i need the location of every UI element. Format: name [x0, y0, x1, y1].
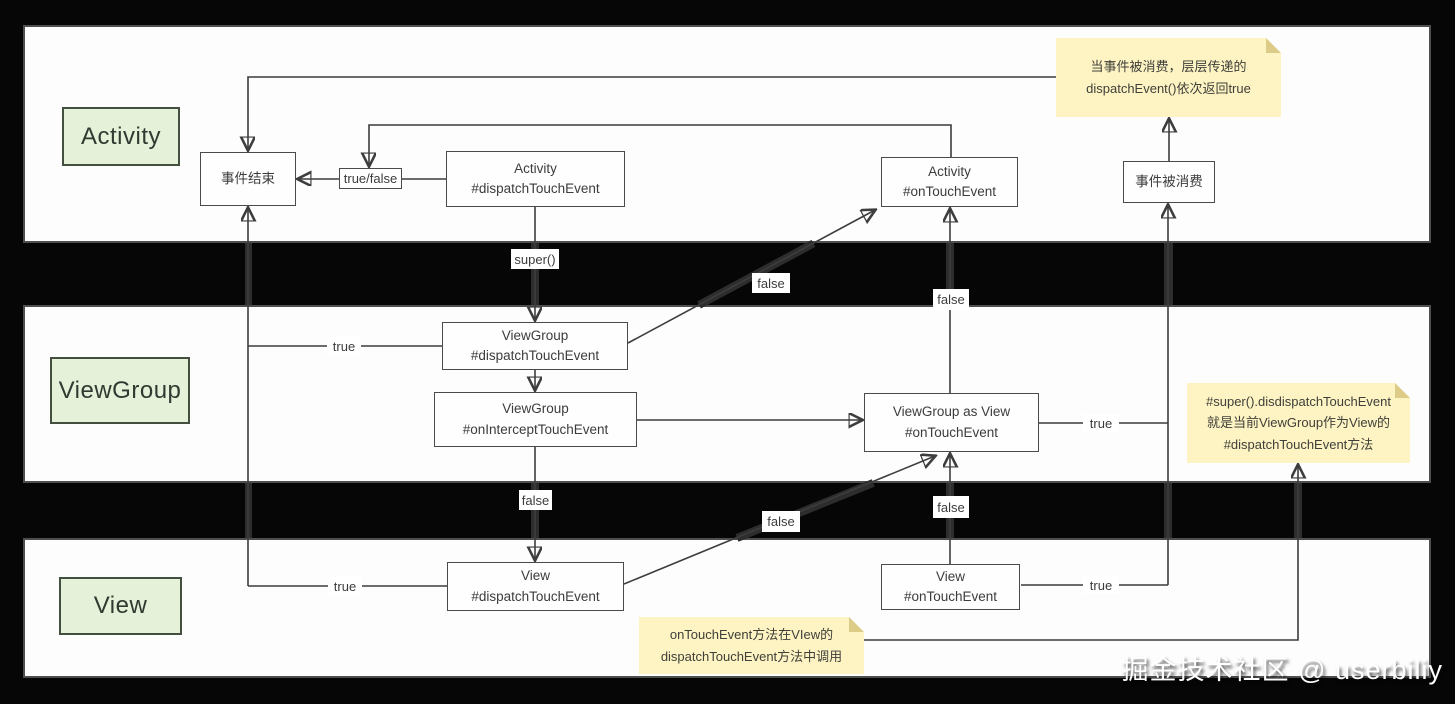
- node-viewgroup-dispatchtouchevent: ViewGroup #dispatchTouchEvent: [442, 322, 628, 370]
- lane-label-activity: Activity: [62, 107, 180, 166]
- node-label: 事件被消费: [1135, 173, 1203, 189]
- note-event-consumed-explain: 当事件被消费，层层传递的 dispatchEvent()依次返回true: [1056, 38, 1281, 117]
- node-true-false: true/false: [339, 168, 402, 189]
- note-fold-icon: [1266, 38, 1281, 53]
- note-super-explain: #super().disdispatchTouchEvent 就是当前ViewG…: [1187, 383, 1410, 463]
- gap-line-segment: [1164, 483, 1172, 538]
- node-activity-dispatchtouchevent: Activity #dispatchTouchEvent: [446, 151, 625, 207]
- node-event-consumed: 事件被消费: [1123, 161, 1215, 203]
- node-viewgroup-asview-ontouchevent: ViewGroup as View #onTouchEvent: [864, 393, 1039, 452]
- node-label: View: [935, 568, 966, 584]
- lane-label-viewgroup: ViewGroup: [50, 357, 190, 424]
- node-label: Activity: [514, 160, 557, 176]
- node-label: #dispatchTouchEvent: [470, 348, 600, 363]
- node-label: true/false: [343, 171, 398, 186]
- note-text: 就是当前ViewGroup作为View的: [1206, 415, 1391, 431]
- gap-line-segment: [245, 243, 252, 305]
- note-text: #dispatchTouchEvent方法: [1223, 436, 1374, 452]
- edge-label-false: false: [762, 511, 800, 532]
- edge-label-true: true: [328, 577, 362, 595]
- note-fold-icon: [1395, 383, 1410, 398]
- lane-label-view: View: [59, 577, 182, 635]
- note-fold-icon: [849, 617, 864, 632]
- note-text: dispatchEvent()依次返回true: [1086, 80, 1251, 96]
- node-label: 事件结束: [221, 170, 275, 186]
- lane-label-text: Activity: [80, 122, 161, 150]
- node-label: #onTouchEvent: [903, 589, 998, 604]
- lane-label-text: View: [93, 592, 148, 619]
- node-label: #dispatchTouchEvent: [471, 181, 600, 196]
- gap-line-segment-diagonal: [735, 479, 875, 542]
- edge-label-false: false: [933, 289, 969, 310]
- edge-label-true: true: [1083, 414, 1119, 432]
- gap-line-segment: [1164, 243, 1173, 305]
- gap-line-segment: [245, 483, 252, 538]
- node-activity-ontouchevent: Activity #onTouchEvent: [881, 157, 1018, 207]
- node-label: #dispatchTouchEvent: [471, 588, 600, 604]
- node-label: #onInterceptTouchEvent: [462, 421, 609, 437]
- edge-label-true: true: [327, 337, 361, 355]
- edge-label-super: super(): [511, 249, 559, 269]
- edge-label-false: false: [933, 496, 969, 518]
- edge-label-true: true: [1083, 576, 1119, 594]
- edge-label-false: false: [519, 490, 552, 510]
- note-text: onTouchEvent方法在VIew的: [669, 627, 834, 643]
- node-view-ontouchevent: View #onTouchEvent: [881, 564, 1020, 610]
- note-text: #super().disdispatchTouchEvent: [1206, 393, 1391, 409]
- node-label: View: [520, 568, 551, 584]
- note-ontouch-called-explain: onTouchEvent方法在VIew的 dispatchTouchEvent方…: [639, 617, 864, 674]
- gap-line-segment: [1294, 483, 1302, 538]
- node-label: ViewGroup as View: [892, 404, 1011, 420]
- node-label: ViewGroup: [501, 327, 569, 343]
- note-text: dispatchTouchEvent方法中调用: [660, 648, 843, 664]
- node-viewgroup-onintercepttouchevent: ViewGroup #onInterceptTouchEvent: [434, 392, 637, 447]
- node-label: Activity: [928, 163, 971, 179]
- node-event-end: 事件结束: [200, 152, 296, 206]
- node-view-dispatchtouchevent: View #dispatchTouchEvent: [447, 562, 624, 611]
- node-label: #onTouchEvent: [902, 184, 997, 199]
- node-label: #onTouchEvent: [904, 424, 999, 440]
- watermark: 掘金技术社区 @ userbiliy: [1121, 655, 1443, 685]
- lane-label-text: ViewGroup: [58, 376, 182, 404]
- note-text: 当事件被消费，层层传递的: [1090, 59, 1247, 75]
- node-label: ViewGroup: [502, 401, 569, 417]
- edge-label-false: false: [752, 273, 790, 293]
